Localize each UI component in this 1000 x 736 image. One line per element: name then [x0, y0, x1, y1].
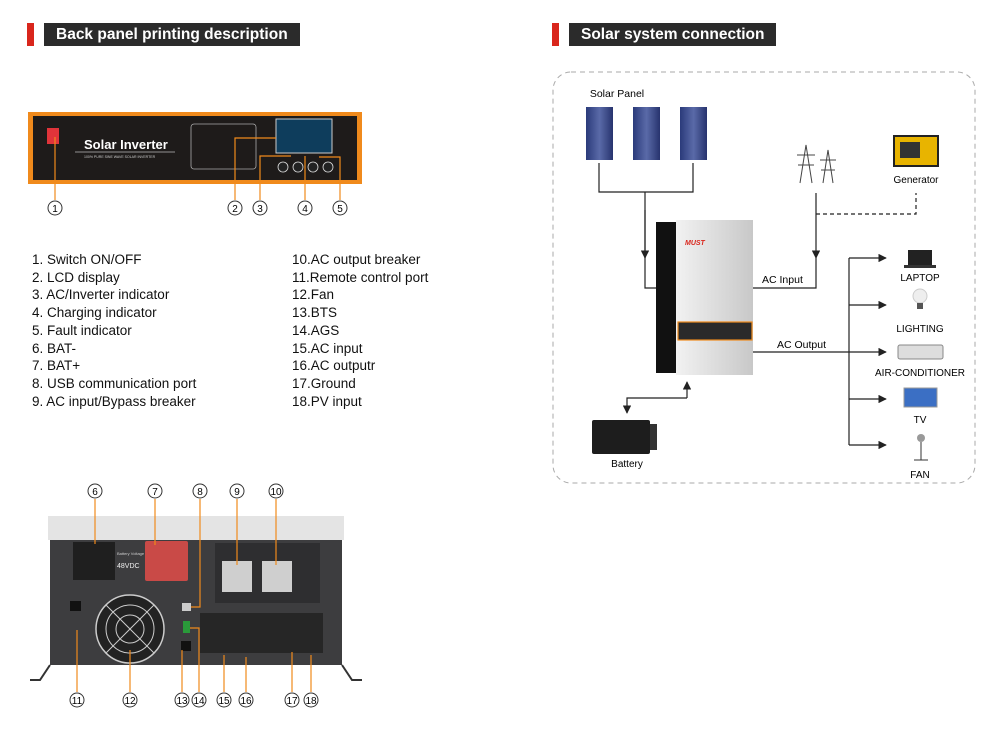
svg-text:14: 14	[193, 696, 205, 707]
battery-label: Battery	[611, 459, 643, 470]
list-item: 1. Switch ON/OFF	[32, 252, 142, 267]
svg-text:4: 4	[302, 204, 308, 215]
laptop-icon	[904, 250, 936, 268]
list-item: 7. BAT+	[32, 358, 81, 374]
air-conditioner-icon	[897, 344, 944, 360]
svg-text:13: 13	[176, 696, 188, 707]
bat-negative-terminal	[73, 542, 115, 580]
remote-port	[70, 601, 81, 611]
svg-text:5: 5	[337, 204, 343, 215]
back-callouts: 6 7 8 9 10 11 12 13 14 15 16 17 18	[69, 483, 319, 708]
section-title: Solar system connection	[569, 23, 777, 46]
wiring	[598, 163, 917, 450]
list-item: 2. LCD display	[32, 269, 120, 285]
svg-text:9: 9	[234, 487, 240, 498]
battery-voltage-label: Battery Voltage	[117, 551, 145, 556]
bat-positive-terminal	[145, 541, 188, 581]
svg-text:16: 16	[240, 696, 252, 707]
list-item: 13.BTS	[292, 305, 338, 321]
svg-text:15: 15	[218, 696, 230, 707]
terminal-block	[200, 613, 323, 653]
panel-brand: Solar Inverter	[84, 137, 168, 152]
panel-tagline: 100% PURE SINE WAVE SOLAR INVERTER	[84, 155, 156, 159]
svg-text:11: 11	[72, 696, 83, 707]
system-diagram: Solar Panel Generator MUST Battery	[552, 71, 976, 484]
ac-input-breaker	[222, 561, 252, 592]
svg-text:18: 18	[305, 696, 317, 707]
inverter-brand: MUST	[685, 240, 706, 247]
list-item: 14.AGS	[292, 322, 340, 338]
list-item: 3. AC/Inverter indicator	[32, 287, 170, 303]
load-labels: LAPTOP LIGHTING AIR-CONDITIONER TV FAN	[875, 273, 965, 481]
list-item: 17.Ground	[292, 375, 356, 391]
list-item: 5. Fault indicator	[32, 322, 132, 338]
svg-text:6: 6	[92, 487, 98, 498]
svg-text:10: 10	[270, 487, 282, 498]
generator-icon	[893, 135, 939, 167]
list-item: 6. BAT-	[32, 340, 77, 356]
load-label: LIGHTING	[896, 324, 943, 335]
description-list-2: 10.AC output breaker 11.Remote control p…	[292, 251, 428, 410]
front-callouts: 1 2 3 4 5	[47, 200, 348, 216]
solar-panel	[586, 107, 613, 160]
section-title: Back panel printing description	[44, 23, 300, 46]
header-accent	[552, 23, 559, 46]
list-item: 18.PV input	[292, 393, 362, 409]
solar-panel	[633, 107, 660, 160]
transmission-tower-icon	[797, 144, 836, 184]
fan-icon	[914, 434, 928, 461]
list-item: 4. Charging indicator	[32, 305, 157, 321]
description-list-1: 1. Switch ON/OFF 2. LCD display 3. AC/In…	[32, 251, 196, 410]
svg-text:7: 7	[152, 487, 158, 498]
battery-voltage: 48VDC	[117, 563, 140, 570]
load-label: AIR-CONDITIONER	[875, 368, 965, 379]
list-item: 11.Remote control port	[292, 269, 429, 285]
panel-buttons	[277, 161, 334, 173]
solar-panel	[680, 107, 707, 160]
load-label: LAPTOP	[900, 273, 940, 284]
list-item: 15.AC input	[292, 340, 363, 356]
solar-panel-label: Solar Panel	[590, 88, 644, 100]
svg-text:17: 17	[286, 696, 298, 707]
list-item: 9. AC input/Bypass breaker	[32, 393, 196, 409]
inverter: MUST	[656, 220, 753, 375]
ac-input-label: AC Input	[762, 274, 803, 286]
lcd-display	[275, 118, 333, 154]
svg-text:2: 2	[232, 204, 238, 215]
list-item: 8. USB communication port	[32, 375, 197, 391]
power-switch	[47, 128, 59, 144]
load-label: FAN	[910, 470, 929, 481]
battery-table	[190, 123, 257, 170]
list-item: 12.Fan	[292, 287, 335, 303]
ac-output-label: AC Output	[777, 339, 826, 351]
generator-label: Generator	[893, 175, 939, 186]
header-accent	[27, 23, 34, 46]
battery-icon	[592, 420, 657, 454]
svg-text:3: 3	[257, 204, 263, 215]
svg-text:12: 12	[124, 696, 136, 707]
tv-icon	[903, 387, 938, 408]
list-item: 16.AC outputr	[292, 358, 376, 374]
ac-output-breaker	[262, 561, 292, 592]
svg-text:8: 8	[197, 487, 203, 498]
back-panel: Battery Voltage 48VDC 6 7 8 9 10 11 12 1…	[30, 483, 362, 708]
load-label: TV	[914, 415, 927, 426]
svg-text:1: 1	[52, 204, 58, 215]
light-bulb-icon	[912, 288, 928, 309]
list-item: 10.AC output breaker	[292, 252, 421, 267]
front-panel: Solar Inverter 100% PURE SINE WAVE SOLAR…	[28, 112, 362, 216]
